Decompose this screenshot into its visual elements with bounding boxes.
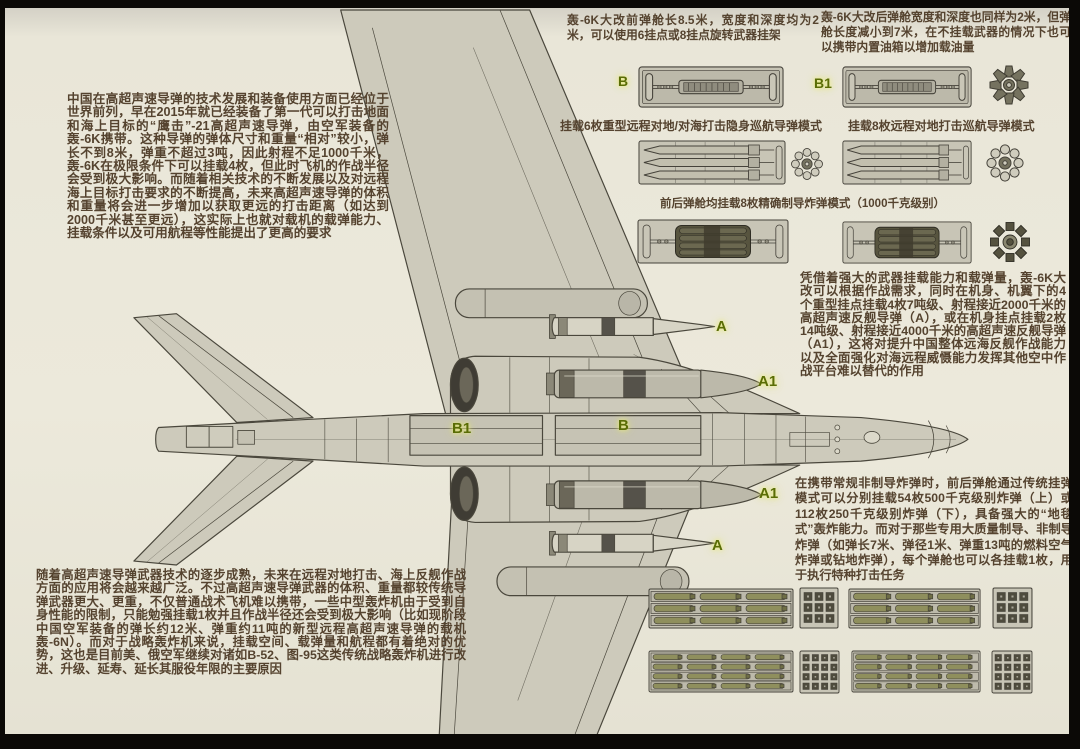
grid-3x3-cross-section-icon-right <box>992 587 1033 629</box>
missiles-note: 凭借着强大的武器挂载能力和载弹量，轰-6K大改可以根据作战需求，同时在机身、机翼… <box>800 271 1066 379</box>
bay-250kg-front-diagram <box>648 650 794 693</box>
diagram-label-b: B <box>618 73 629 89</box>
bay-500kg-rear-diagram <box>848 588 981 629</box>
bay-250kg-rear-diagram <box>851 650 981 693</box>
grid-4x4-cross-section-icon-right <box>991 650 1033 694</box>
bombs-note: 在携带常规非制导炸弹时，前后弹舱通过传统挂弹模式可以分别挂载54枚500千克级别… <box>795 476 1069 583</box>
station-label-a-top: A <box>716 318 727 335</box>
rear-bay-b1 <box>409 415 544 456</box>
h6k-bomber-top-view-drawing <box>133 9 969 734</box>
loaded-rotary-cross-section-icon <box>988 220 1032 264</box>
infographic-page: A A1 B1 B A1 A B B1 中国在高超声速导弹的技术发展和装备使用方… <box>5 8 1069 734</box>
missile-a1-bottom <box>546 480 762 510</box>
rotary-launcher-cross-section-icon <box>986 62 1032 108</box>
missile-a1-top <box>546 369 762 399</box>
mode-6-caption: 挂载6枚重型远程对地/对海打击隐身巡航导弹模式 <box>560 119 823 133</box>
missile-a-top <box>549 314 716 339</box>
rotary-bay-b-diagram <box>638 66 784 108</box>
rear-bay-note: 轰-6K大改后弹舱宽度和深度也同样为2米，但弹舱长度减小到7米，在不挂载武器的情… <box>821 10 1069 54</box>
front-bay-note: 轰-6K大改前弹舱长8.5米，宽度和深度均为2米，可以使用6挂点或8挂点旋转武器… <box>567 13 819 42</box>
grid-4x4-cross-section-icon-left <box>799 650 840 694</box>
grid-3x3-cross-section-icon-left <box>799 587 839 629</box>
missile-a-bottom <box>549 530 716 556</box>
station-label-a1-top: A1 <box>758 373 778 390</box>
station-label-a-bottom: A <box>712 537 723 554</box>
nose-radome-seam <box>927 420 935 459</box>
outro-paragraph: 随着高超声速导弹武器技术的逐步成熟，未来在远程对地打击、海上反舰作战方面的应用将… <box>36 568 466 676</box>
mode-8-caption: 挂载8枚远程对地打击巡航导弹模式 <box>848 119 1035 133</box>
tail-stabilizers <box>133 313 314 566</box>
pgm-cluster-cross-section-icon-left <box>789 146 825 182</box>
loaded-rotary-bay-front-diagram <box>637 219 789 264</box>
rotary-bay-b1-diagram <box>842 66 972 108</box>
pgm-bay-front-diagram <box>638 140 786 185</box>
bay-label-b1-fuselage: B1 <box>452 420 472 437</box>
cockpit-hatch <box>863 431 881 444</box>
station-label-a1-bottom: A1 <box>759 485 779 502</box>
loaded-rotary-bay-rear-diagram <box>842 221 972 264</box>
pgm-mode-caption: 前后弹舱均挂载8枚精确制导炸弹模式（1000千克级别） <box>660 198 945 210</box>
diagram-label-b1: B1 <box>814 75 832 91</box>
bay-label-b-fuselage: B <box>618 417 629 434</box>
bay-500kg-front-diagram <box>648 588 794 629</box>
front-bay-b <box>554 415 702 456</box>
pgm-bay-rear-diagram <box>842 140 972 185</box>
intro-paragraph: 中国在高超声速导弹的技术发展和装备使用方面已经位于世界前列，早在2015年就已经… <box>67 92 389 241</box>
fuselage-weapon-bays <box>409 415 702 456</box>
tail-gunner-glazing <box>185 426 234 448</box>
wing-pods <box>454 288 690 597</box>
pgm-cluster-cross-section-icon-right <box>984 142 1026 184</box>
